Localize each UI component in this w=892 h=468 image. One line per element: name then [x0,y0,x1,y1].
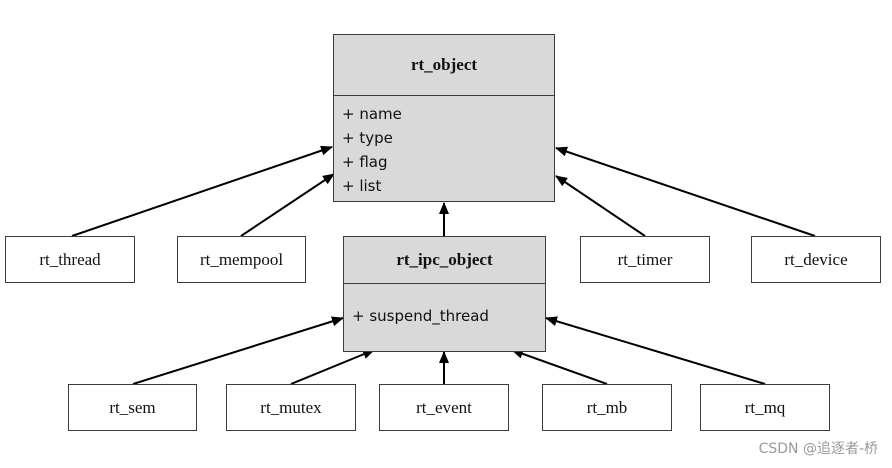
rt-mempool-box: rt_mempool [177,236,306,283]
arrow-rt-mutex-to-rt-ipc-object [290,349,375,385]
arrow-rt-mempool-to-rt-object [240,173,335,237]
attribute-suspend-thread: + suspend_thread [352,307,489,325]
arrow-rt-mb-to-rt-ipc-object [511,348,608,385]
arrow-rt-device-to-rt-object [555,146,816,237]
attribute-flag: + flag [342,153,388,171]
arrow-rt-mq-to-rt-ipc-object [545,316,766,385]
rt-event-box: rt_event [379,384,509,431]
rt-object-class-name: rt_object [334,35,554,96]
rt-object-attributes: + name + type + flag + list [334,96,554,201]
rt-thread-box: rt_thread [5,236,135,283]
rt-ipc-object-attributes: + suspend_thread [344,284,545,351]
arrow-rt-thread-to-rt-object [71,145,333,237]
rt-mb-box: rt_mb [542,384,672,431]
rt-mq-box: rt_mq [700,384,830,431]
rt-mutex-box: rt_mutex [226,384,356,431]
attribute-type: + type [342,129,393,147]
rt-sem-box: rt_sem [68,384,197,431]
arrow-rt-timer-to-rt-object [555,175,646,237]
rt-timer-box: rt_timer [580,236,710,283]
attribute-name: + name [342,105,402,123]
arrow-rt-sem-to-rt-ipc-object [132,316,344,385]
attribute-list: + list [342,177,382,195]
rt-device-box: rt_device [751,236,881,283]
rt-ipc-object-class: rt_ipc_object + suspend_thread [343,236,546,352]
rt-ipc-object-class-name: rt_ipc_object [344,237,545,284]
rt-object-class: rt_object + name + type + flag + list [333,34,555,202]
watermark: CSDN @追逐者-桥 [758,441,878,457]
